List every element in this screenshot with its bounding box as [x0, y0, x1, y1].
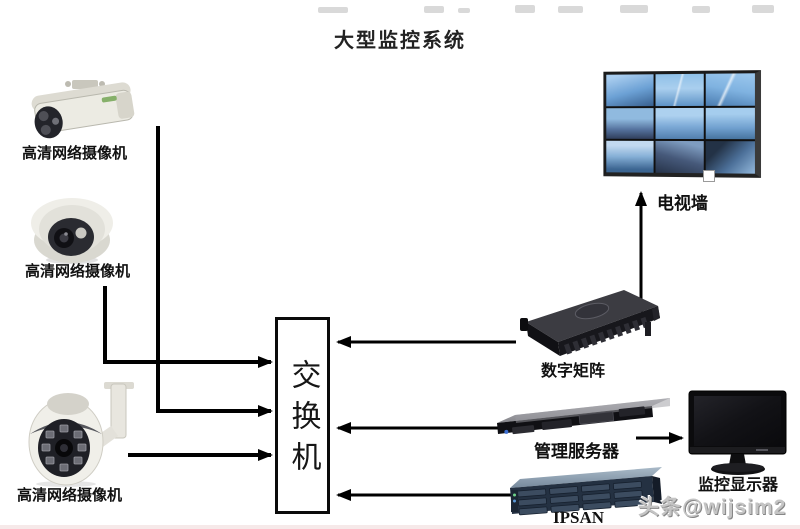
edge-camera2-switch [105, 286, 271, 362]
tv-wall-screen [656, 74, 704, 106]
tv-wall-screen [706, 73, 755, 105]
tv-wall-screen [656, 108, 704, 140]
digital-matrix-icon [512, 284, 662, 360]
camera2-label: 高清网络摄像机 [25, 264, 130, 281]
bullet-camera-icon [10, 78, 148, 150]
tv-wall-label: 电视墙 [657, 194, 708, 214]
tv-wall-screen [706, 141, 755, 173]
camera3-label: 高清网络摄像机 [17, 488, 122, 505]
digital-matrix-label: 数字矩阵 [541, 363, 605, 381]
ipsan-label: IPSAN [553, 508, 604, 528]
tv-wall-screen [606, 108, 653, 140]
tv-wall-marker [703, 170, 715, 182]
watermark: 头条@wijsim2 [638, 491, 786, 521]
dome-camera-icon [26, 193, 118, 265]
switch-label: 交换机 [281, 359, 325, 482]
switch-node: 交换机 [275, 317, 330, 514]
tv-wall-screen [606, 141, 653, 173]
tv-wall-screen [656, 141, 704, 173]
tv-wall-screen [606, 74, 653, 106]
mgmt-server-label: 管理服务器 [534, 442, 619, 462]
edge-camera1-switch [158, 126, 271, 411]
mgmt-server-icon [492, 397, 670, 441]
monitor-icon [688, 390, 790, 478]
tv-wall-screen [706, 107, 755, 139]
ptz-camera-icon [16, 382, 138, 488]
camera1-label: 高清网络摄像机 [22, 146, 127, 163]
tv-wall [603, 70, 761, 178]
